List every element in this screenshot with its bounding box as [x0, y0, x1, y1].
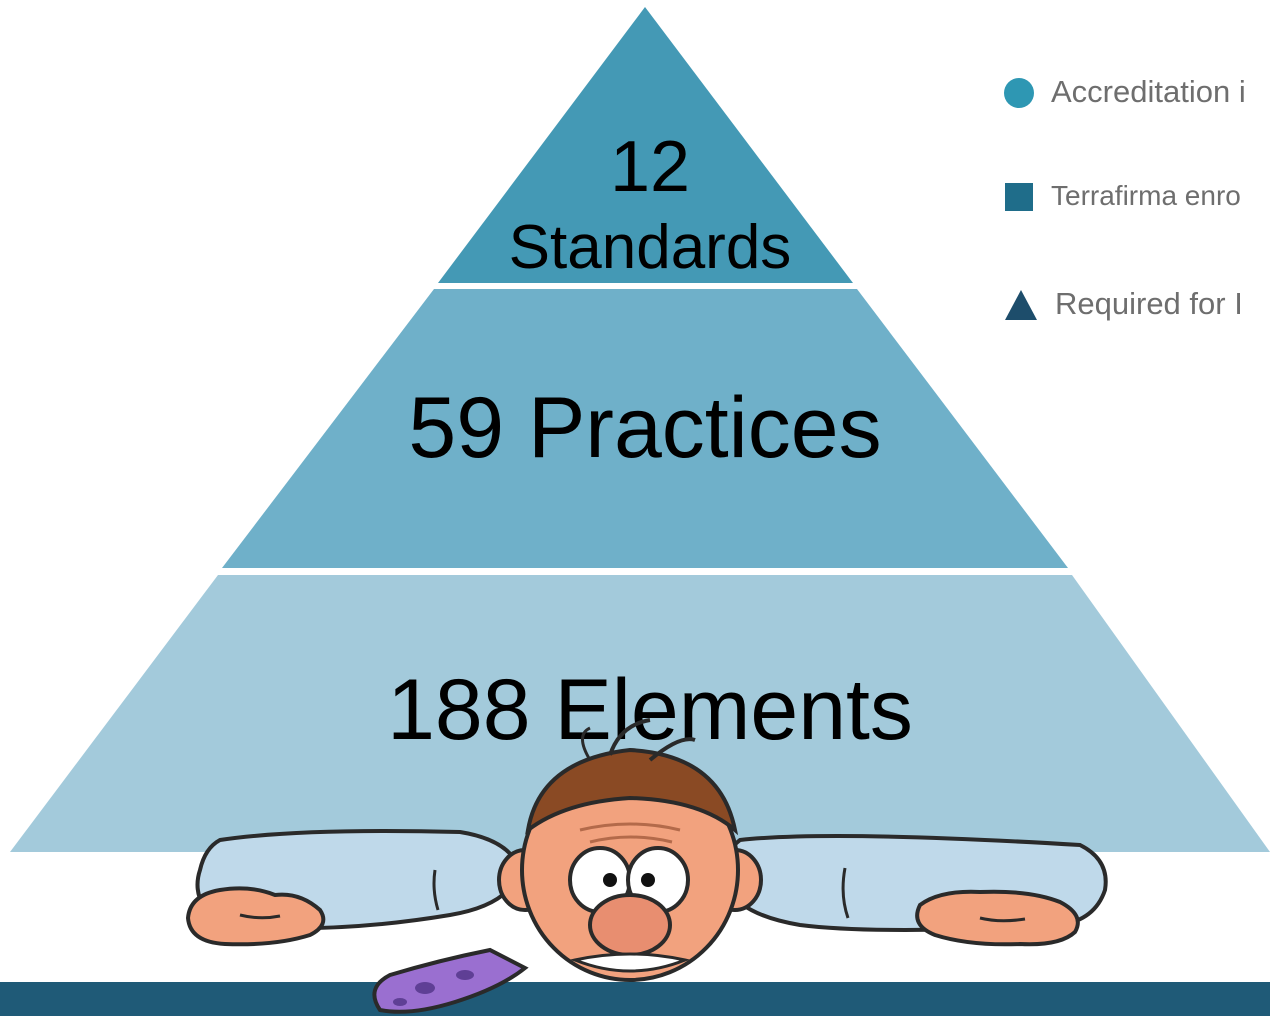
footer-bar [0, 982, 1270, 1016]
legend-label: Terrafirma enro [1051, 180, 1241, 211]
standards-count: 12 [609, 127, 691, 207]
triangle-marker-icon [1005, 290, 1037, 320]
circle-marker-icon [1004, 78, 1034, 108]
legend-label: Required for I [1055, 286, 1243, 321]
square-marker-icon [1005, 183, 1033, 211]
legend-item-terrafirma: Terrafirma enro [1003, 178, 1241, 214]
pyramid-tier-bottom [10, 575, 1270, 852]
elements-label: 188 Elements [387, 662, 913, 758]
legend-item-accreditation: Accreditation i [1003, 74, 1246, 110]
legend-label: Accreditation i [1051, 74, 1246, 109]
standards-label: Standards [508, 213, 792, 282]
worried-cartoon-man-icon [185, 718, 1108, 1014]
legend-item-required: Required for I [1003, 284, 1243, 324]
practices-label: 59 Practices [408, 380, 882, 476]
pyramid-tier-middle [222, 289, 1068, 568]
pyramid-tier-top [438, 7, 853, 283]
